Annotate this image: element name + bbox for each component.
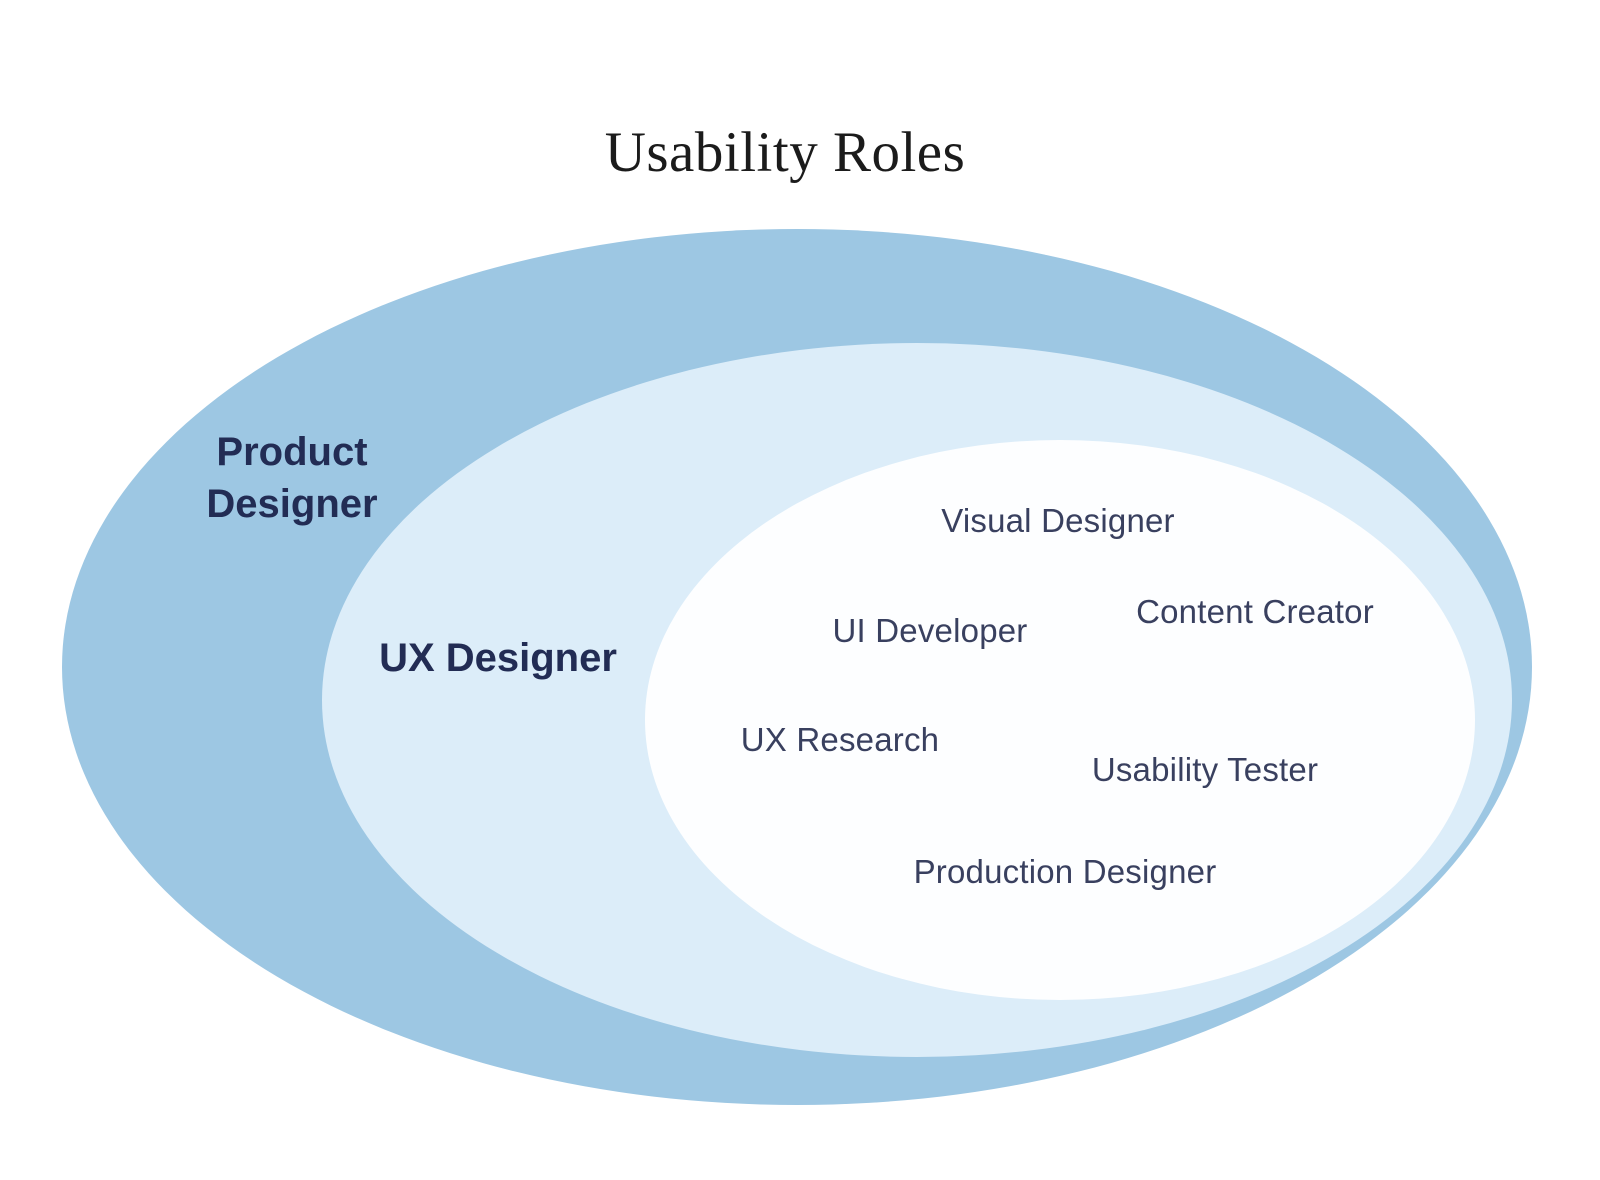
product-designer-label: Product Designer xyxy=(206,426,377,530)
role-label-production-designer: Production Designer xyxy=(913,853,1217,890)
specialist-roles-ellipse xyxy=(645,440,1475,1000)
role-label-ui-developer: UI Developer xyxy=(832,612,1028,649)
role-label-usability-tester: Usability Tester xyxy=(1091,751,1319,788)
role-label-visual-designer: Visual Designer xyxy=(941,502,1175,539)
role-label-content-creator: Content Creator xyxy=(1136,593,1374,630)
diagram-title: Usability Roles xyxy=(604,121,966,185)
product-designer-label-line2: Designer xyxy=(206,482,378,526)
product-designer-label-line1: Product xyxy=(216,430,368,474)
role-label-ux-research: UX Research xyxy=(740,721,940,758)
ux-designer-label: UX Designer xyxy=(379,636,617,680)
